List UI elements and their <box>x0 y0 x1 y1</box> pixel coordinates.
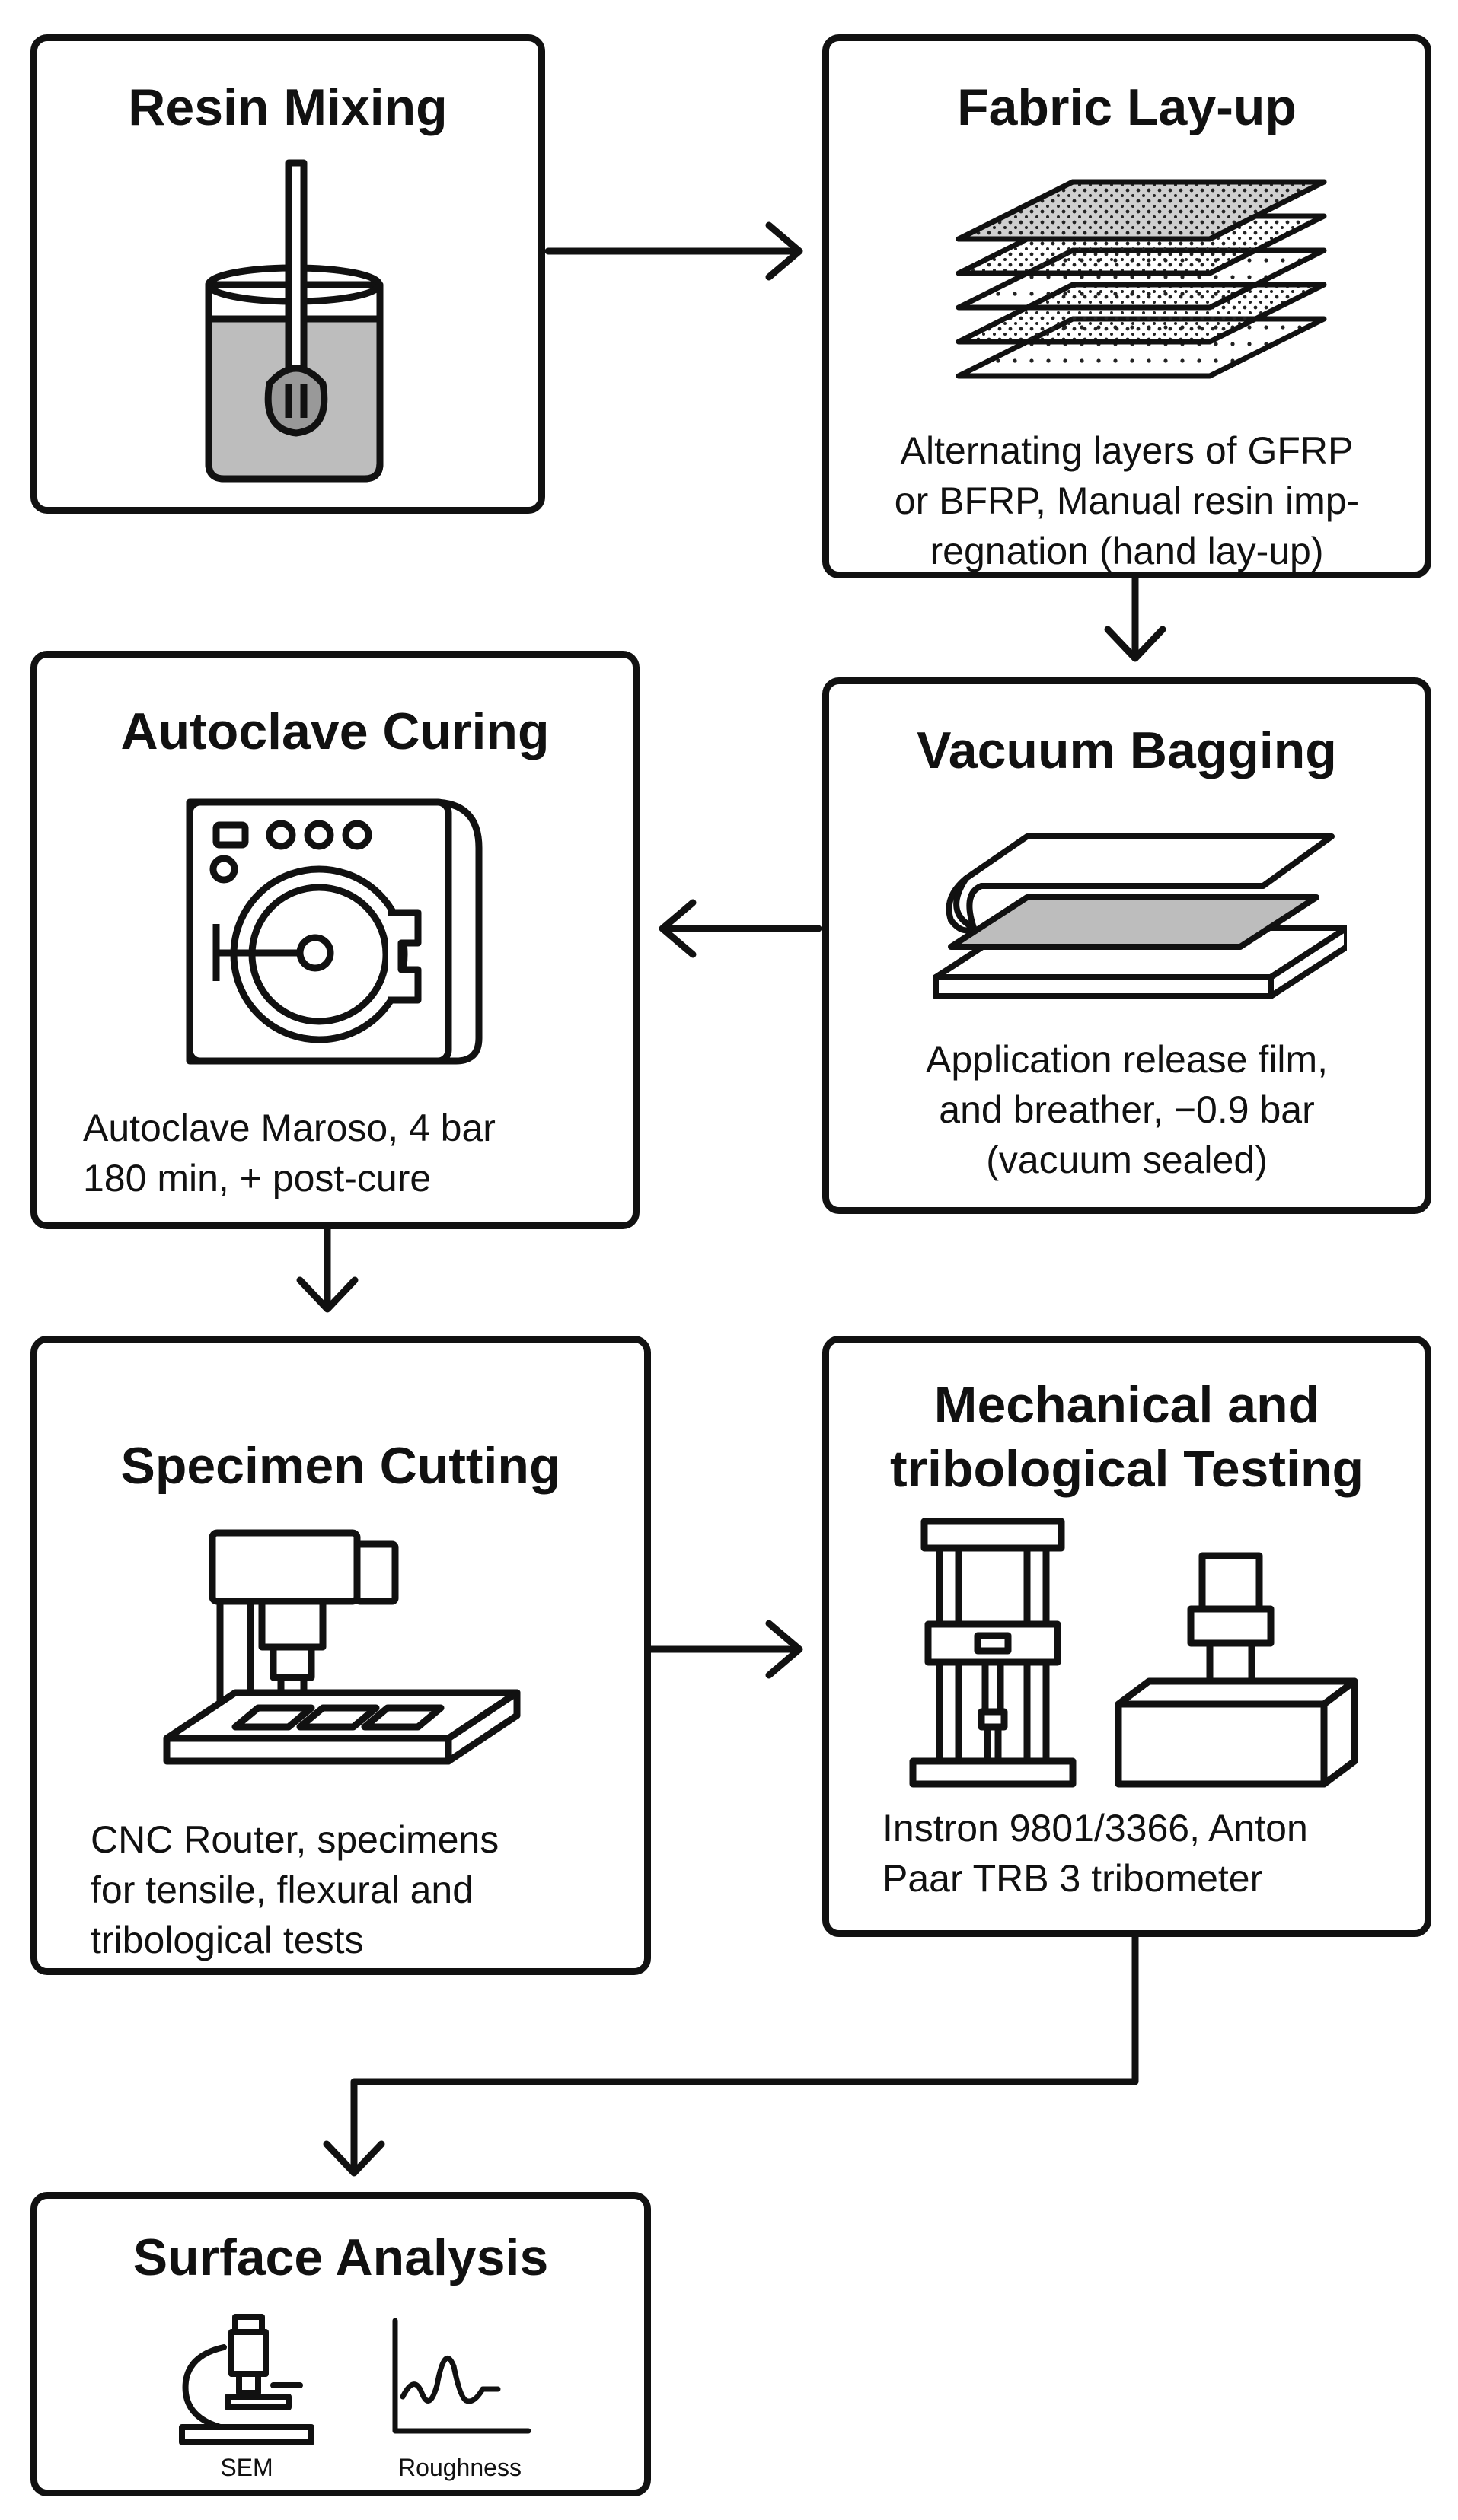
icon-label: SEM <box>220 2454 273 2481</box>
step-title: Mechanical and tribological Testing <box>829 1373 1425 1501</box>
step-description: CNC Router, specimens for tensile, flexu… <box>91 1814 499 1965</box>
desc-line: tribological tests <box>91 1919 364 1961</box>
desc-line: and breather, −0.9 bar <box>939 1088 1315 1131</box>
desc-line: CNC Router, specimens <box>91 1818 499 1861</box>
step-title: Vacuum Bagging <box>917 722 1337 779</box>
title-line: tribological Testing <box>889 1440 1364 1498</box>
step-title: Autoclave Curing <box>120 702 550 760</box>
step-title: Surface Analysis <box>132 2228 549 2286</box>
step-description: Autoclave Maroso, 4 bar 180 min, + post-… <box>83 1103 496 1203</box>
arrow-vacuum-to-autoclave <box>659 899 822 958</box>
desc-line: Alternating layers of GFRP <box>900 429 1354 472</box>
fabric-layers-icon <box>956 179 1327 379</box>
beaker-stirrer-icon <box>205 159 384 483</box>
vacuum-bag-layers-icon <box>933 833 1347 999</box>
desc-line: Paar TRB 3 tribometer <box>882 1857 1263 1900</box>
step-description: Instron 9801/3366, Anton Paar TRB 3 trib… <box>882 1803 1308 1904</box>
step-vacuum-bagging: Vacuum Bagging Application release film,… <box>822 677 1431 1214</box>
step-title: Fabric Lay-up <box>957 78 1297 136</box>
desc-line: or BFRP, Manual resin imp- <box>894 479 1360 522</box>
desc-line: Instron 9801/3366, Anton <box>882 1807 1308 1849</box>
step-testing: Mechanical and tribological Testing Inst… <box>822 1336 1431 1937</box>
step-description: Alternating layers of GFRP or BFRP, Manu… <box>829 425 1425 576</box>
desc-line: (vacuum sealed) <box>986 1139 1268 1181</box>
step-surface-analysis: Surface Analysis SEM Roughness <box>30 2192 651 2496</box>
arrow-mixing-to-layup <box>544 221 803 281</box>
step-title: Specimen Cutting <box>120 1437 561 1495</box>
desc-line: regnation (hand lay-up) <box>930 530 1324 572</box>
desc-line: Autoclave Maroso, 4 bar <box>83 1107 496 1149</box>
arrow-testing-to-surface <box>323 1933 1139 2177</box>
step-specimen-cutting: Specimen Cutting CNC Router, specimens f… <box>30 1336 651 1975</box>
icon-label: Roughness <box>398 2454 522 2481</box>
arrow-layup-to-vacuum <box>1104 575 1166 662</box>
title-line: Mechanical and <box>933 1376 1320 1434</box>
testing-machines-icon <box>909 1518 1358 1788</box>
step-description: Application release film, and breather, … <box>829 1034 1425 1185</box>
step-resin-mixing: Resin Mixing <box>30 34 545 514</box>
autoclave-icon <box>186 798 483 1065</box>
step-autoclave-curing: Autoclave Curing Autoclave Maroso, 4 bar… <box>30 651 640 1229</box>
arrow-autoclave-to-cutting <box>296 1225 359 1313</box>
step-title: Resin Mixing <box>128 78 448 136</box>
desc-line: Application release film, <box>925 1038 1329 1081</box>
roughness-graph-icon <box>392 2318 531 2434</box>
arrow-cutting-to-testing <box>647 1620 803 1679</box>
step-fabric-layup: Fabric Lay-up Alternating layers of GFRP… <box>822 34 1431 578</box>
desc-line: for tensile, flexural and <box>91 1868 474 1911</box>
desc-line: 180 min, + post-cure <box>83 1157 432 1199</box>
microscope-icon <box>179 2314 314 2445</box>
cnc-router-icon <box>163 1529 521 1765</box>
